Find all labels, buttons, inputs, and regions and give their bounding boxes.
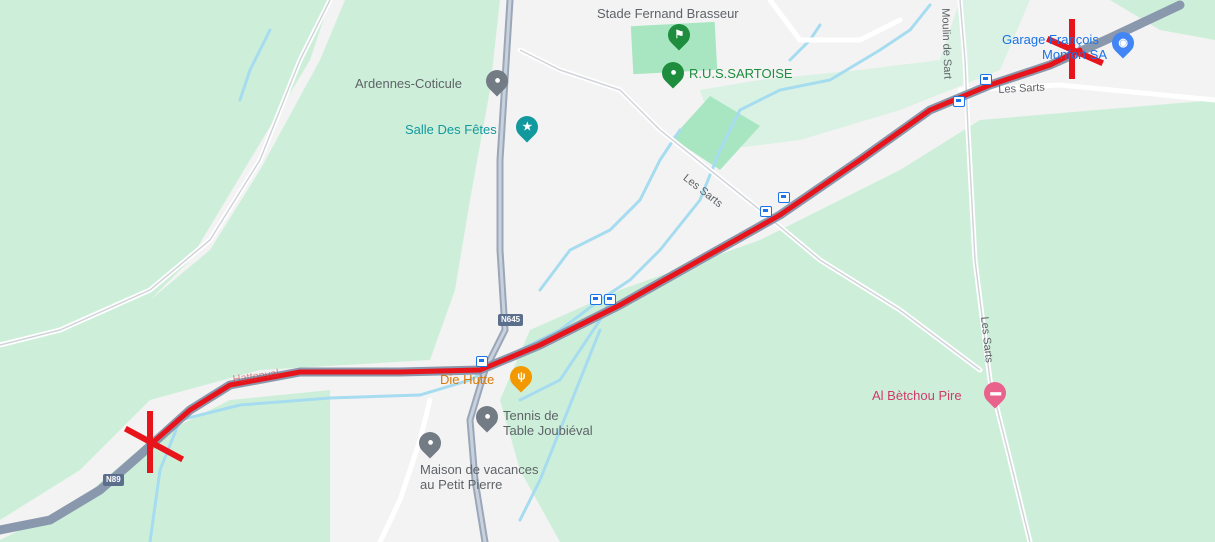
place-label-bechou[interactable]: Al Bètchou Pire xyxy=(872,388,962,403)
bus-stop-icon[interactable] xyxy=(953,96,965,107)
road-n645-inner xyxy=(468,0,512,542)
place-label-maison-line1[interactable]: Maison de vacances xyxy=(420,462,539,477)
road-label-moulin-de-sart: Moulin de Sart xyxy=(939,8,954,80)
place-label-maison-line2[interactable]: au Petit Pierre xyxy=(420,477,503,492)
x-mark-icon xyxy=(1046,19,1104,79)
forest-area xyxy=(0,0,330,350)
bus-stop-icon[interactable] xyxy=(590,294,602,305)
forest-area xyxy=(700,0,1030,150)
place-label-tennis-line2[interactable]: Table Joubiéval xyxy=(503,423,593,438)
bus-stop-icon[interactable] xyxy=(778,192,790,203)
road-shield-n645: N645 xyxy=(498,314,524,326)
place-label-stade[interactable]: Stade Fernand Brasseur xyxy=(597,6,739,21)
bus-stop-icon[interactable] xyxy=(980,74,992,85)
place-label-rus[interactable]: R.U.S.SARTOISE xyxy=(689,66,793,81)
place-label-garage-line1[interactable]: Garage François xyxy=(1002,32,1099,47)
forest-area xyxy=(0,0,500,520)
bus-stop-icon[interactable] xyxy=(476,356,488,367)
place-label-ardennes[interactable]: Ardennes-Coticule xyxy=(355,76,462,91)
place-label-garage-line2[interactable]: Monfort SA xyxy=(1042,47,1108,62)
river xyxy=(148,3,932,542)
forest-area xyxy=(500,100,1215,542)
place-label-hutte[interactable]: Die Hutte xyxy=(440,372,495,387)
place-label-salle[interactable]: Salle Des Fêtes xyxy=(405,122,497,137)
bus-stop-icon[interactable] xyxy=(760,206,772,217)
x-mark-icon xyxy=(123,411,185,473)
forest-area xyxy=(1110,0,1215,40)
road-shield-n89: N89 xyxy=(103,474,124,486)
road-label-les-sarts: Les Sarts xyxy=(998,81,1046,96)
minor-road-edge xyxy=(0,0,1031,542)
place-label-tennis-line1[interactable]: Tennis de xyxy=(503,408,559,423)
route-highlight xyxy=(147,47,1083,448)
sports-field xyxy=(630,21,718,75)
bus-stop-icon[interactable] xyxy=(604,294,616,305)
